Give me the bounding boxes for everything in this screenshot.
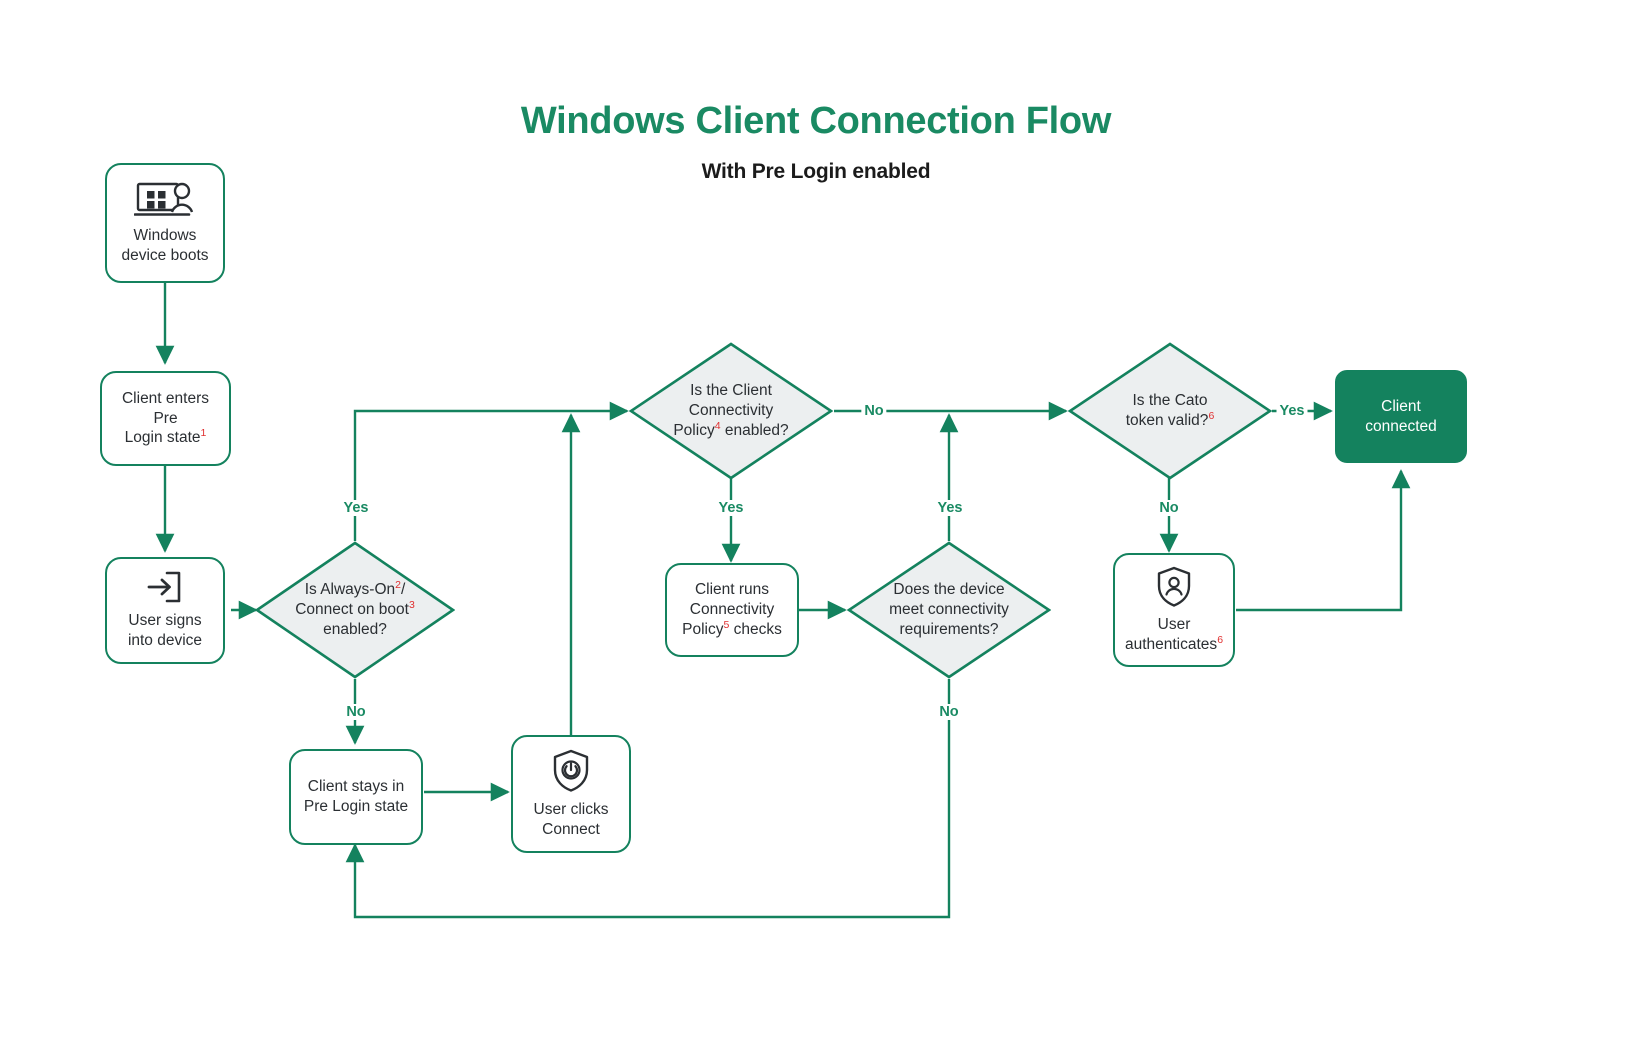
footnote-ref: 6 xyxy=(1217,633,1224,646)
decision-label: Does the device meet connectivity requir… xyxy=(889,580,1009,639)
node-label: User authenticates6 xyxy=(1124,615,1224,653)
node-label: Client runs Connectivity Policy5 checks xyxy=(682,581,782,638)
sign-in-icon xyxy=(144,570,186,604)
edge-label-always-on-no: No xyxy=(343,704,369,720)
node-user-signs-into-device[interactable]: User signs into device xyxy=(105,557,225,664)
node-label: Client stays in Pre Login state xyxy=(303,778,409,815)
node-label: Windows device boots xyxy=(121,226,209,264)
node-client-enters-pre-login[interactable]: Client enters Pre Login state1 xyxy=(100,371,231,466)
edge-device-no-to-stays xyxy=(345,679,951,919)
node-client-connected[interactable]: Client connected xyxy=(1335,370,1467,463)
node-windows-device-boots[interactable]: Windows device boots xyxy=(105,163,225,283)
decision-client-connectivity-policy-enabled[interactable]: Is the Client Connectivity Policy4 enabl… xyxy=(629,342,833,480)
shield-power-icon xyxy=(551,749,591,793)
edge-label-token-yes: Yes xyxy=(1276,403,1308,419)
footnote-ref: 5 xyxy=(723,618,730,631)
laptop-user-icon xyxy=(133,181,196,219)
footnote-ref: 4 xyxy=(714,419,721,432)
node-user-clicks-connect[interactable]: User clicks Connect xyxy=(511,735,631,853)
decision-is-cato-token-valid[interactable]: Is the Cato token valid?6 xyxy=(1068,342,1272,480)
footnote-ref: 1 xyxy=(200,427,207,440)
node-client-runs-policy-checks[interactable]: Client runs Connectivity Policy5 checks xyxy=(665,563,799,657)
edge-alwayson-yes-to-ccp xyxy=(353,401,629,541)
decision-label: Is the Cato token valid?6 xyxy=(1125,391,1215,429)
edge-label-device-no: No xyxy=(936,704,962,720)
node-label: Client connected xyxy=(1365,397,1437,435)
page-title: Windows Client Connection Flow xyxy=(520,100,1112,142)
decision-always-on-connect-on-boot[interactable]: Is Always-On2/ Connect on boot3 enabled? xyxy=(255,541,455,679)
footnote-ref: 3 xyxy=(408,598,415,611)
node-label: Client enters Pre Login state1 xyxy=(121,389,209,447)
decision-label: Is the Client Connectivity Policy4 enabl… xyxy=(673,381,789,440)
edge-label-ccp-no: No xyxy=(861,403,887,419)
footnote-ref: 6 xyxy=(1208,409,1215,422)
edge-label-token-no: No xyxy=(1156,500,1182,516)
node-label: User signs into device xyxy=(127,612,203,649)
node-user-authenticates[interactable]: User authenticates6 xyxy=(1113,553,1235,667)
edge-label-device-yes: Yes xyxy=(934,500,966,516)
edge-auth-to-connected xyxy=(1236,469,1411,612)
decision-device-meets-connectivity-requirements[interactable]: Does the device meet connectivity requir… xyxy=(847,541,1051,679)
node-label: User clicks Connect xyxy=(533,800,609,838)
shield-user-icon xyxy=(1155,566,1193,608)
decision-label: Is Always-On2/ Connect on boot3 enabled? xyxy=(295,578,415,639)
node-client-stays-in-pre-login[interactable]: Client stays in Pre Login state xyxy=(289,749,423,845)
page-subtitle: With Pre Login enabled xyxy=(701,160,931,183)
edge-label-always-on-yes: Yes xyxy=(340,500,372,516)
footnote-ref: 2 xyxy=(395,578,401,591)
edge-label-ccp-yes: Yes xyxy=(715,500,747,516)
